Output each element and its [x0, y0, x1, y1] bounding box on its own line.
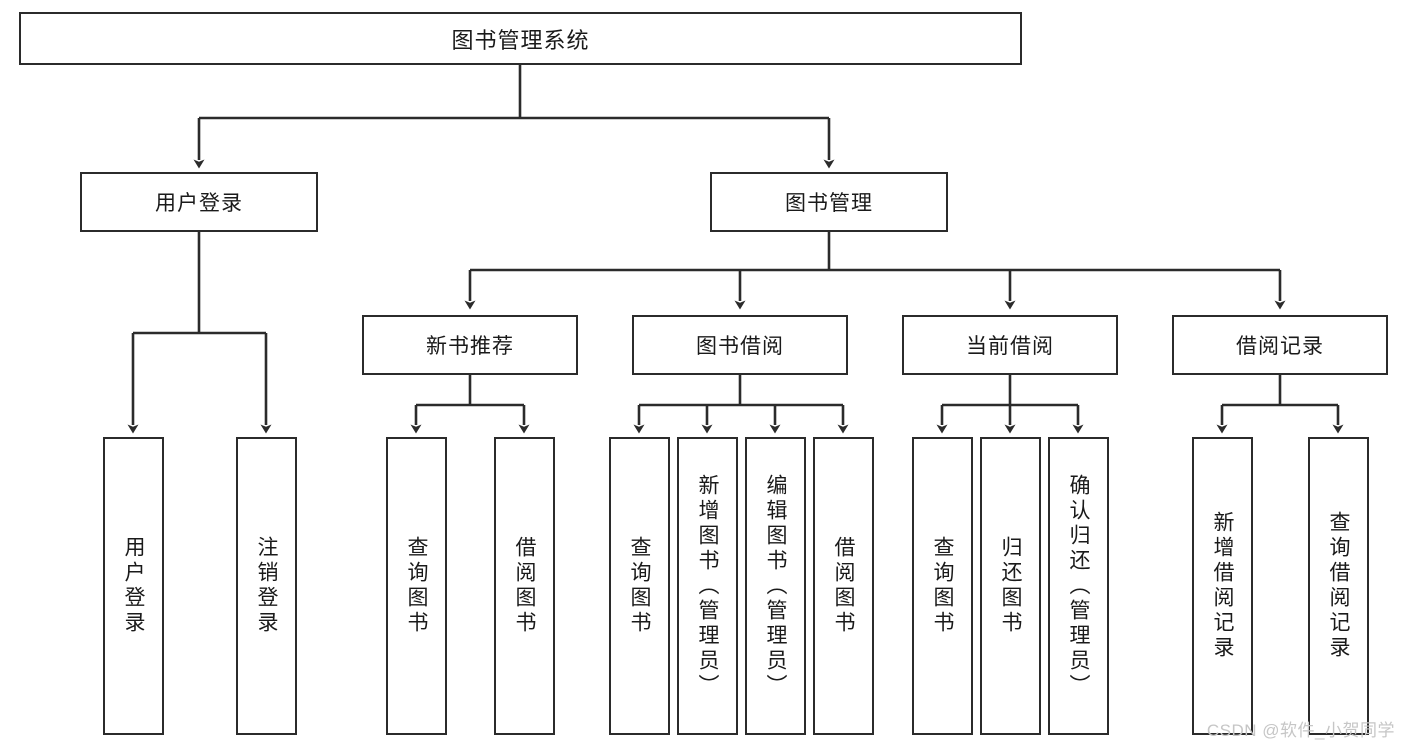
node-label: 查询图书	[405, 536, 428, 636]
node-label: 确认归还（管理员）	[1067, 473, 1090, 699]
leaf-confirm-return-admin[interactable]: 确认归还（管理员）	[1048, 437, 1109, 735]
node-label: 查询图书	[628, 536, 651, 636]
node-current-borrow[interactable]: 当前借阅	[902, 315, 1118, 375]
node-label: 图书管理系统	[451, 27, 590, 53]
node-label: 新书推荐	[426, 335, 514, 358]
node-label: 查询借阅记录	[1327, 511, 1350, 661]
leaf-query-book-recommend[interactable]: 查询图书	[386, 437, 447, 735]
leaf-user-logout[interactable]: 注销登录	[236, 437, 297, 735]
node-label: 图书管理	[785, 192, 873, 215]
leaf-borrow-book[interactable]: 借阅图书	[813, 437, 874, 735]
node-label: 当前借阅	[966, 335, 1054, 358]
node-label: 借阅图书	[832, 536, 855, 636]
node-label: 新增图书（管理员）	[696, 473, 719, 699]
node-label: 借阅图书	[513, 536, 536, 636]
node-label: 编辑图书（管理员）	[764, 473, 787, 699]
node-label: 用户登录	[122, 536, 145, 636]
node-user-login[interactable]: 用户登录	[80, 172, 318, 232]
leaf-query-borrow-record[interactable]: 查询借阅记录	[1308, 437, 1369, 735]
leaf-edit-book-admin[interactable]: 编辑图书（管理员）	[745, 437, 806, 735]
leaf-add-borrow-record[interactable]: 新增借阅记录	[1192, 437, 1253, 735]
node-label: 注销登录	[255, 536, 278, 636]
node-label: 新增借阅记录	[1211, 511, 1234, 661]
node-book-borrow[interactable]: 图书借阅	[632, 315, 848, 375]
node-book-management[interactable]: 图书管理	[710, 172, 948, 232]
node-label: 用户登录	[155, 192, 243, 215]
node-label: 图书借阅	[696, 335, 784, 358]
node-new-book-recommend[interactable]: 新书推荐	[362, 315, 578, 375]
node-label: 查询图书	[931, 536, 954, 636]
leaf-borrow-book-recommend[interactable]: 借阅图书	[494, 437, 555, 735]
leaf-add-book-admin[interactable]: 新增图书（管理员）	[677, 437, 738, 735]
leaf-return-book[interactable]: 归还图书	[980, 437, 1041, 735]
node-label: 归还图书	[999, 536, 1022, 636]
leaf-query-book-current[interactable]: 查询图书	[912, 437, 973, 735]
node-borrow-record[interactable]: 借阅记录	[1172, 315, 1388, 375]
node-label: 借阅记录	[1236, 335, 1324, 358]
leaf-user-login[interactable]: 用户登录	[103, 437, 164, 735]
leaf-query-book-borrow[interactable]: 查询图书	[609, 437, 670, 735]
csdn-watermark: CSDN @软件_小贺同学	[1206, 721, 1395, 740]
node-root-system[interactable]: 图书管理系统	[19, 12, 1022, 65]
